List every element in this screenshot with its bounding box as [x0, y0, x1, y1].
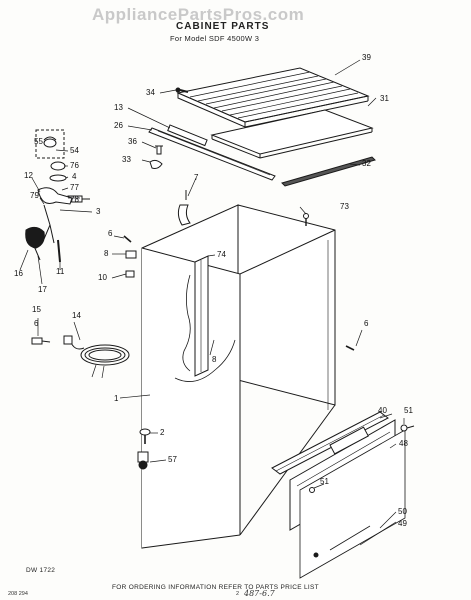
callout-2: 2	[160, 428, 165, 437]
clip-33	[149, 159, 163, 169]
screw-34	[175, 87, 189, 93]
nut-76-4	[49, 161, 67, 182]
gasket-ring-54-55	[35, 129, 65, 159]
power-cord-14	[63, 335, 130, 379]
callout-51-door: 51	[320, 477, 329, 486]
callout-57: 57	[168, 455, 177, 464]
callout-79: 79	[30, 191, 39, 200]
callout-4: 4	[72, 172, 77, 181]
handwritten-note: 487-6.7	[244, 589, 275, 598]
callout-36: 36	[128, 137, 137, 146]
callout-76: 76	[70, 161, 79, 170]
screw-6-right	[345, 345, 355, 351]
callout-13: 13	[114, 103, 123, 112]
door-panel-50	[299, 429, 406, 579]
diagram-code: DW 1722	[26, 567, 56, 574]
callout-3: 3	[96, 207, 101, 216]
clamp-11	[57, 239, 61, 263]
screw-51-b	[309, 487, 315, 493]
callout-14: 14	[72, 311, 81, 320]
callout-51-right: 51	[404, 406, 413, 415]
callout-73: 73	[340, 202, 349, 211]
callout-1: 1	[114, 394, 119, 403]
callout-17: 17	[38, 285, 47, 294]
callout-12: 12	[24, 171, 33, 180]
callout-6-left: 6	[108, 229, 113, 238]
callout-6-right: 6	[364, 319, 369, 328]
catalog-code: 208 294	[8, 591, 28, 597]
callout-15: 15	[32, 305, 41, 314]
callout-48: 48	[399, 439, 408, 448]
callout-16: 16	[14, 269, 23, 278]
leveling-leg-2	[139, 428, 151, 444]
strip-26	[148, 127, 276, 181]
model-line: For Model SDF 4500W 3	[170, 34, 260, 43]
terminal-15	[31, 337, 51, 345]
clip-10	[125, 270, 135, 278]
callout-8-center: 8	[212, 355, 217, 364]
callout-10: 10	[98, 273, 107, 282]
callout-32: 32	[362, 159, 371, 168]
cabinet-body-1	[141, 190, 336, 549]
callout-55: 55	[34, 137, 43, 146]
screw-36	[155, 145, 163, 155]
caster-57	[137, 451, 149, 470]
watermark: AppliancePartsPros.com	[92, 5, 305, 24]
leader-lines	[19, 59, 405, 546]
callout-78: 78	[70, 195, 79, 204]
callout-7: 7	[194, 173, 199, 182]
ordering-note: FOR ORDERING INFORMATION REFER TO PARTS …	[112, 584, 319, 591]
screw-6-left	[123, 235, 132, 243]
clip-8	[125, 250, 137, 259]
callout-6-terminal: 6	[34, 319, 39, 328]
callout-54: 54	[70, 146, 79, 155]
callout-77: 77	[70, 183, 79, 192]
pump-16-17	[25, 226, 45, 261]
callout-39: 39	[362, 53, 371, 62]
callout-33: 33	[122, 155, 131, 164]
callout-34: 34	[146, 88, 155, 97]
callout-8-left: 8	[104, 249, 109, 258]
top-support-31	[210, 109, 374, 159]
page-number: 2	[236, 591, 240, 597]
page-title: CABINET PARTS	[176, 21, 270, 32]
callout-49: 49	[398, 519, 407, 528]
callout-26: 26	[114, 121, 123, 130]
callout-50: 50	[398, 507, 407, 516]
callout-11: 11	[56, 267, 65, 276]
callout-31: 31	[380, 94, 389, 103]
valve-12-79	[37, 187, 73, 244]
door-frame-40	[271, 411, 389, 475]
callout-40: 40	[378, 406, 387, 415]
callout-74: 74	[217, 250, 226, 259]
screw-51-a	[400, 424, 415, 432]
